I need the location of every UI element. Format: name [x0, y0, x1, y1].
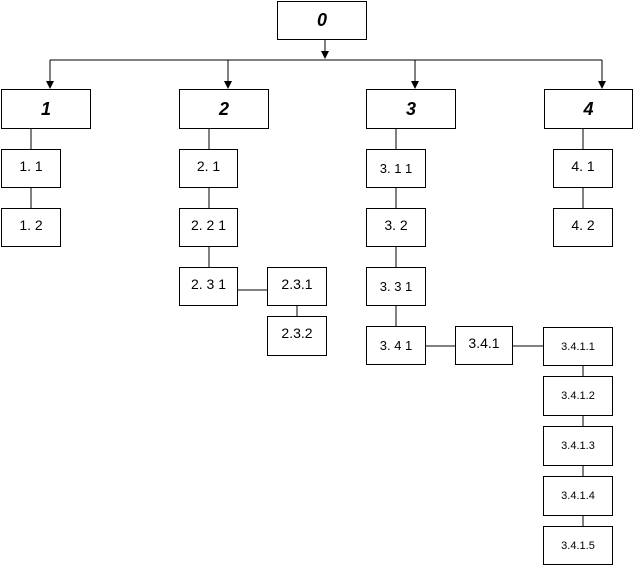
node-3-4-1-2: 3.4.1.2 [543, 376, 613, 416]
node-root: 0 [277, 1, 367, 40]
node-4-1: 4. 1 [553, 149, 613, 188]
node-1-2: 1. 2 [1, 208, 61, 247]
node-3-3: 3. 3 1 [366, 267, 426, 306]
node-2: 2 [179, 89, 269, 129]
node-4-2: 4. 2 [553, 208, 613, 247]
node-3-4-1-3: 3.4.1.3 [543, 426, 613, 466]
node-3-4-1: 3.4.1 [455, 326, 513, 365]
node-3-4: 3. 4 1 [366, 326, 426, 365]
node-3-2: 3. 2 [366, 208, 426, 247]
node-1-1: 1. 1 [1, 149, 61, 188]
node-3-4-1-1: 3.4.1.1 [543, 327, 613, 366]
node-2-2: 2. 2 1 [179, 208, 238, 247]
node-3-4-1-5: 3.4.1.5 [543, 526, 613, 565]
node-2-3-1: 2.3.1 [267, 267, 327, 306]
node-4: 4 [544, 89, 633, 129]
node-2-3: 2. 3 1 [179, 267, 238, 306]
node-2-1: 2. 1 [179, 149, 238, 188]
node-3: 3 [366, 89, 456, 129]
node-2-3-2: 2.3.2 [267, 316, 327, 356]
node-3-4-1-4: 3.4.1.4 [543, 476, 613, 516]
node-1: 1 [1, 89, 91, 129]
node-3-1: 3. 1 1 [366, 149, 426, 188]
